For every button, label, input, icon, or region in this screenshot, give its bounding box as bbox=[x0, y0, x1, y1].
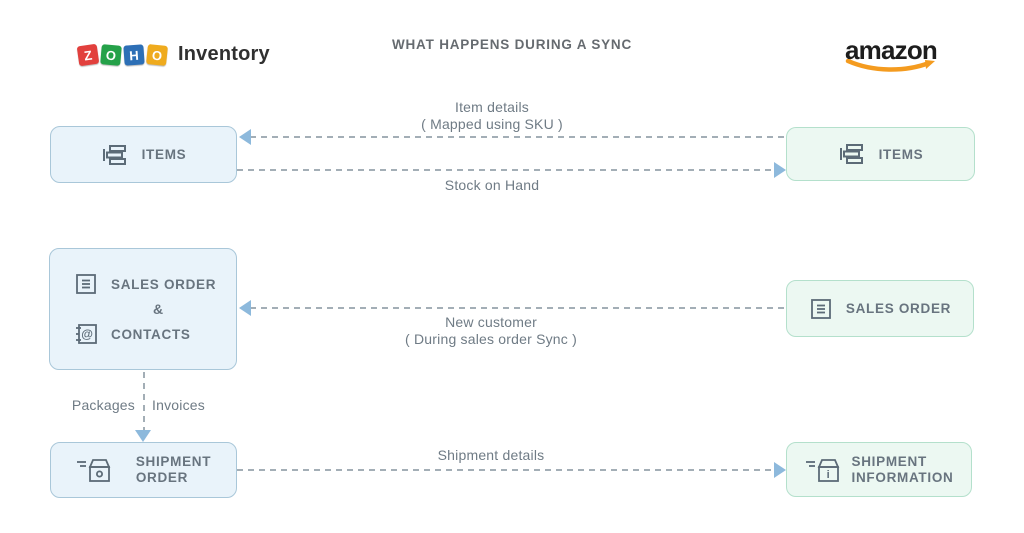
new-customer-flow-label: New customer ( During sales order Sync ) bbox=[281, 314, 701, 348]
sales-order-label: SALES ORDER bbox=[111, 276, 217, 292]
amazon-sales-order-box: SALES ORDER bbox=[786, 280, 974, 337]
zoho-inventory-logo: Z O H O Inventory bbox=[76, 43, 270, 66]
zoho-shipment-order-box: SHIPMENT ORDER bbox=[50, 442, 237, 498]
zoho-tile-o2: O bbox=[146, 43, 168, 66]
zoho-tile-o1: O bbox=[100, 43, 122, 66]
item-details-line1: Item details bbox=[455, 99, 529, 115]
amazon-logo: amazon bbox=[843, 35, 939, 74]
stock-on-hand-arrow-line bbox=[237, 169, 775, 171]
zoho-tile-z: Z bbox=[76, 43, 100, 66]
new-customer-line1: New customer bbox=[445, 314, 537, 330]
items-icon bbox=[838, 143, 866, 165]
amazon-wordmark: amazon bbox=[844, 35, 938, 65]
zoho-items-box: ITEMS bbox=[50, 126, 237, 183]
contacts-label: CONTACTS bbox=[111, 326, 191, 342]
arrowhead-left-icon bbox=[239, 300, 251, 316]
svg-text:i: i bbox=[826, 469, 830, 481]
items-icon bbox=[101, 144, 129, 166]
invoices-label: Invoices bbox=[152, 397, 205, 413]
arrowhead-right-icon bbox=[774, 162, 786, 178]
amazon-items-box: ITEMS bbox=[786, 127, 975, 181]
arrowhead-left-icon bbox=[239, 129, 251, 145]
shipment-details-flow-label: Shipment details bbox=[437, 447, 545, 463]
item-details-arrow-line bbox=[250, 136, 786, 138]
page-title: WHAT HAPPENS DURING A SYNC bbox=[391, 37, 633, 52]
shipment-info-box-icon: i bbox=[805, 457, 841, 483]
shipment-details-arrow-line bbox=[237, 469, 775, 471]
amazon-items-label: ITEMS bbox=[878, 146, 924, 162]
sales-order-document-icon bbox=[809, 297, 833, 321]
zoho-shipment-order-label: SHIPMENT ORDER bbox=[136, 454, 211, 486]
shipment-box-icon bbox=[76, 457, 112, 483]
item-details-line2: ( Mapped using SKU ) bbox=[421, 116, 563, 132]
arrowhead-right-icon bbox=[774, 462, 786, 478]
shipment-line2: ORDER bbox=[135, 470, 189, 485]
packages-label: Packages bbox=[71, 397, 135, 413]
new-customer-arrow-line bbox=[250, 307, 786, 309]
amazon-smile-icon bbox=[845, 59, 935, 72]
zoho-product-name: Inventory bbox=[178, 43, 270, 65]
stock-on-hand-flow-label: Stock on Hand bbox=[444, 177, 540, 193]
arrowhead-down-icon bbox=[135, 430, 151, 442]
shipment-info-line2: INFORMATION bbox=[851, 469, 954, 485]
zoho-tile-h: H bbox=[123, 43, 145, 66]
svg-text:@: @ bbox=[81, 327, 93, 341]
shipment-info-line1: SHIPMENT bbox=[851, 453, 927, 469]
amazon-sales-order-label: SALES ORDER bbox=[845, 301, 952, 316]
shipment-line1: SHIPMENT bbox=[135, 454, 212, 469]
packages-invoices-arrow-line bbox=[143, 372, 145, 430]
item-details-flow-label: Item details ( Mapped using SKU ) bbox=[282, 99, 702, 133]
ampersand-label: & bbox=[153, 301, 164, 317]
sales-order-document-icon bbox=[73, 272, 98, 296]
amazon-shipment-information-label: SHIPMENT INFORMATION bbox=[852, 454, 954, 486]
contacts-address-book-icon: @ bbox=[73, 322, 98, 346]
zoho-sales-order-contacts-box: SALES ORDER & @ CONTACTS bbox=[49, 248, 237, 370]
zoho-items-label: ITEMS bbox=[141, 147, 187, 162]
amazon-shipment-information-box: i SHIPMENT INFORMATION bbox=[786, 442, 972, 497]
new-customer-line2: ( During sales order Sync ) bbox=[405, 331, 577, 347]
